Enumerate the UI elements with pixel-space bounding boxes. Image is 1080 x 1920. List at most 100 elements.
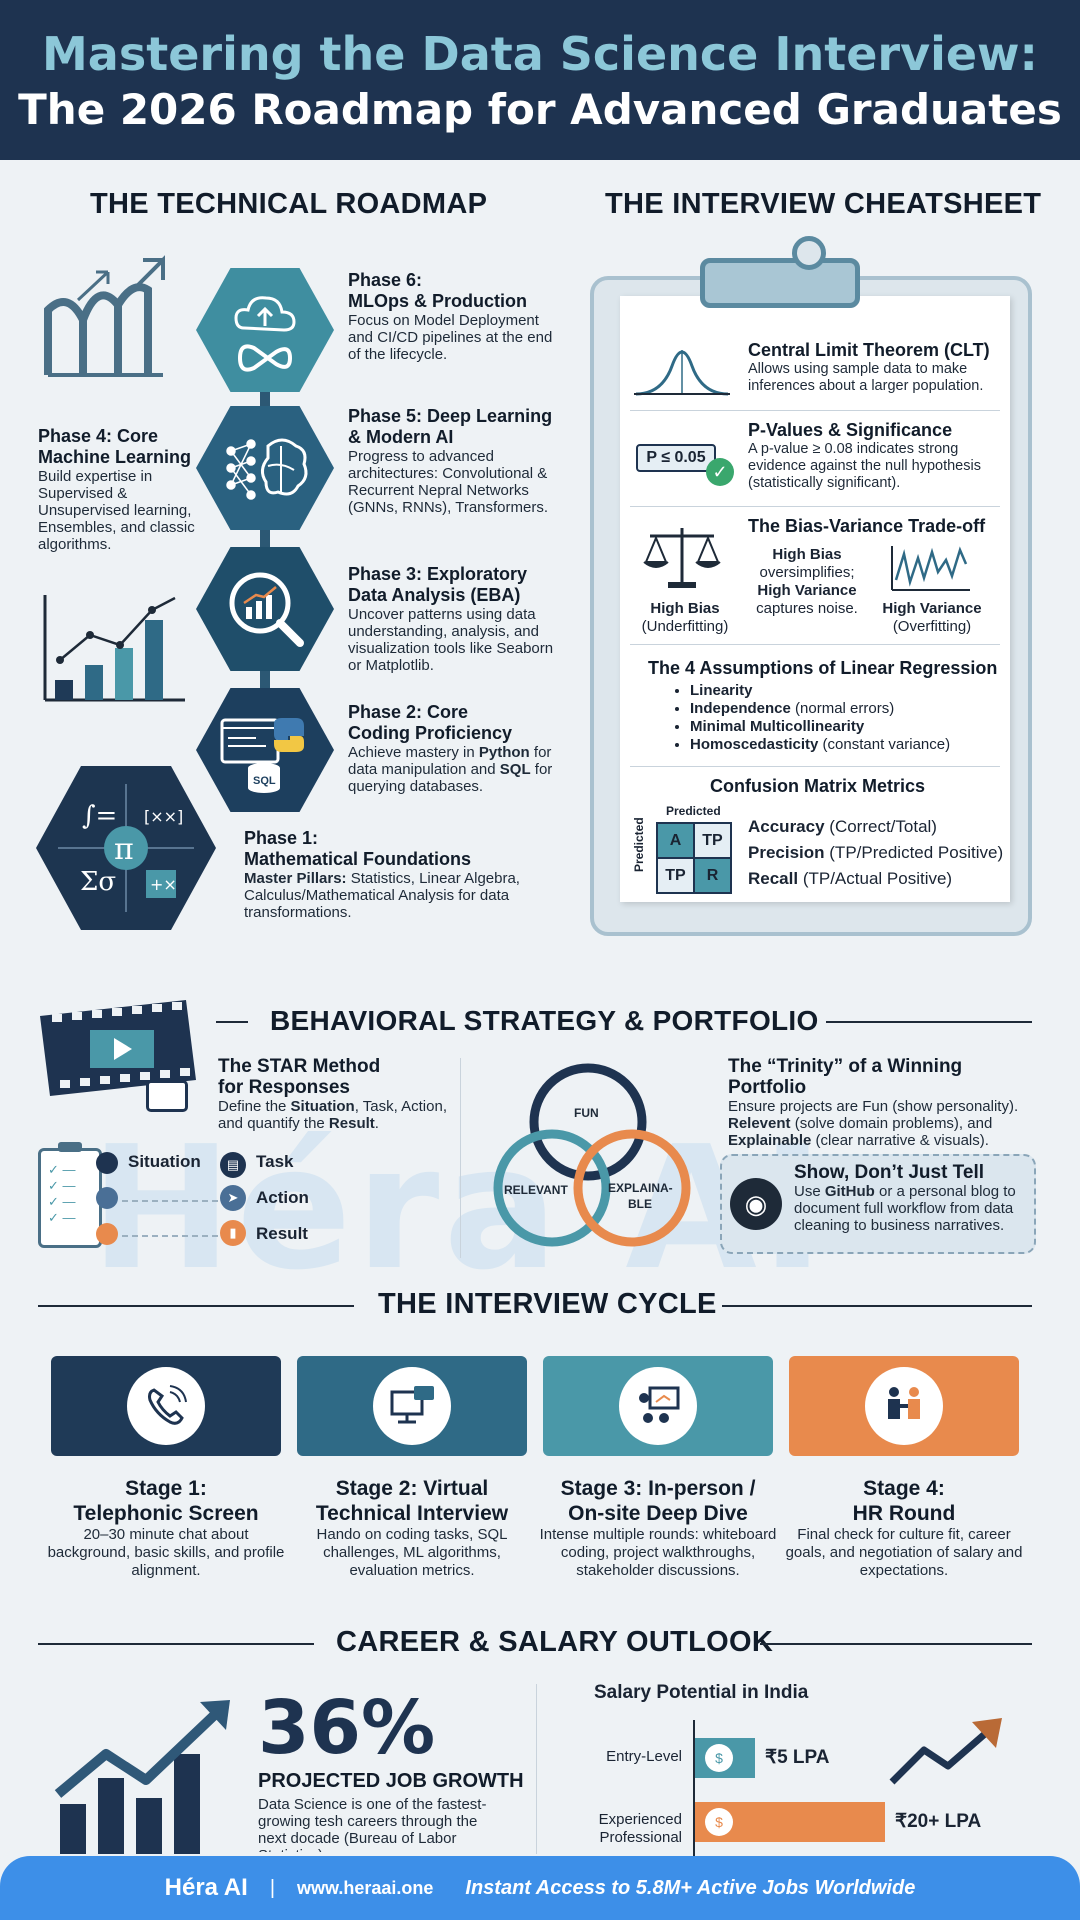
- trinity-venn-diagram: FUN RELEVANT EXPLAINA- BLE: [493, 1063, 691, 1247]
- phase2-title: Phase 2: Core: [348, 702, 469, 722]
- stage3-desc: Intense multiple rounds: whiteboard codi…: [539, 1526, 777, 1579]
- behavioral-section-title: BEHAVIORAL STRATEGY & PORTFOLIO: [270, 1005, 819, 1036]
- checklist-clip: [58, 1142, 82, 1152]
- show-title: Show, Don’t Just Tell: [794, 1162, 984, 1183]
- section-rule: [38, 1305, 354, 1307]
- python-sql-icon: SQL: [220, 718, 304, 793]
- stage2-desc: Hando on coding tasks, SQL challenges, M…: [316, 1526, 508, 1579]
- cloud-infinity-icon: [234, 296, 296, 372]
- pvalue-desc: A p-value ≥ 0.08 indicates strong eviden…: [748, 441, 981, 491]
- trinity-desc: Explainable (clear narrative & visuals).: [728, 1132, 989, 1149]
- result-chart-icon: ▮: [220, 1220, 246, 1246]
- list-item: Homoscedasticity (constant variance): [690, 736, 980, 754]
- growth-bars-icon: [54, 1700, 230, 1854]
- salary-value-experienced: ₹20+ LPA: [895, 1811, 982, 1832]
- money-bag-icon: $: [705, 1744, 733, 1772]
- page-title-line1: Mastering the Data Science Interview:: [42, 27, 1038, 81]
- salary-value-entry: ₹5 LPA: [765, 1747, 830, 1768]
- column-divider: [460, 1058, 461, 1258]
- phone-icon: [127, 1367, 205, 1445]
- result-dot: [96, 1223, 118, 1245]
- star-desc: Define the Situation, Task, Action, and …: [218, 1098, 447, 1132]
- star-task: Task: [256, 1152, 294, 1171]
- salary-label-experienced: Experienced Professional: [598, 1811, 682, 1846]
- clt-block: Central Limit Theorem (CLT) Allows using…: [748, 340, 998, 395]
- clt-title: Central Limit Theorem (CLT): [748, 340, 990, 360]
- whiteboard-icon: [619, 1367, 697, 1445]
- pvalue-block: P-Values & Significance A p-value ≥ 0.08…: [748, 420, 998, 492]
- clipboard-paper: [620, 296, 1010, 902]
- phase1-desc: Master Pillars: Statistics, Linear Algeb…: [244, 870, 520, 921]
- situation-dot: [96, 1152, 118, 1174]
- math-pi-icon: π ∫= [××] Σσ +×: [58, 784, 194, 912]
- venn-explainable-label2: BLE: [628, 1197, 652, 1211]
- phase4-desc: Build expertise in Supervised & Unsuperv…: [38, 468, 195, 553]
- cheatsheet-divider: [630, 410, 1000, 411]
- phase2-text: Phase 2: Core Coding Proficiency Achieve…: [348, 702, 558, 795]
- cycle-section-title: THE INTERVIEW CYCLE: [378, 1288, 717, 1320]
- phase1-text: Phase 1: Mathematical Foundations Master…: [244, 828, 534, 921]
- cheatsheet-section-title: THE INTERVIEW CHEATSHEET: [605, 188, 1042, 220]
- salary-axis: [693, 1720, 695, 1856]
- stage4-subtitle: HR Round: [852, 1502, 956, 1525]
- venn-explainable-label: EXPLAINA-: [608, 1181, 673, 1195]
- phase4-subtitle: Machine Learning: [38, 447, 192, 467]
- phase6-hex: [196, 268, 334, 392]
- film-reel-icon: [40, 1000, 196, 1096]
- camera-icon: [146, 1080, 188, 1112]
- confusion-metrics: Accuracy (Correct/Total) Precision (TP/P…: [748, 817, 1004, 888]
- stage4-desc: Final check for culture fit, career goal…: [785, 1526, 1023, 1579]
- stage1-text: Stage 1: Telephonic Screen 20–30 minute …: [41, 1476, 291, 1580]
- clipboard-clip-ring: [792, 236, 826, 270]
- star-title: The STAR Method: [218, 1056, 381, 1077]
- linreg-title: The 4 Assumptions of Linear Regression: [648, 658, 998, 678]
- confusion-title: Confusion Matrix Metrics: [710, 776, 926, 796]
- column-divider: [536, 1684, 537, 1854]
- phase3-subtitle: Data Analysis (EBA): [348, 585, 521, 605]
- phase4-title: Phase 4: Core: [38, 426, 159, 446]
- stage1-desc: 20–30 minute chat about background, basi…: [47, 1526, 285, 1579]
- bias-title: The Bias-Variance Trade-off: [748, 516, 986, 536]
- phase4-text: Phase 4: Core Machine Learning Build exp…: [38, 426, 198, 553]
- video-call-icon: [373, 1367, 451, 1445]
- phase5-hex: [196, 406, 334, 530]
- roadmap-section-title: THE TECHNICAL ROADMAP: [90, 188, 488, 220]
- stage1-title: Stage 1:: [125, 1477, 207, 1500]
- growth-value: 36%: [258, 1685, 436, 1771]
- action-dot: [96, 1187, 118, 1209]
- person-money-icon: $: [705, 1808, 733, 1836]
- phase1-title: Phase 1:: [244, 828, 319, 848]
- pvalue-badge: P ≤ 0.05: [636, 444, 716, 472]
- list-item: Minimal Multicollinearity: [690, 718, 980, 736]
- star-subtitle: for Responses: [218, 1077, 350, 1098]
- show-block: Show, Don’t Just Tell Use GitHub or a pe…: [794, 1162, 1030, 1234]
- running-action-icon: ➤: [220, 1185, 246, 1211]
- footer-brand[interactable]: Héra AI: [164, 1874, 248, 1901]
- star-result: Result: [256, 1224, 308, 1243]
- page-title-line2: The 2026 Roadmap for Advanced Graduates: [18, 85, 1062, 134]
- phase5-title: Phase 5: Deep Learning: [348, 406, 553, 426]
- phase3-hex: [196, 547, 334, 671]
- footer-url-link[interactable]: www.heraai.one: [297, 1877, 434, 1898]
- high-bias-label: High Bias (Underfitting): [641, 600, 729, 635]
- star-connector: [122, 1200, 218, 1202]
- balance-scale-icon: [643, 528, 721, 588]
- footer-tagline: Instant Access to 5.8M+ Active Jobs Worl…: [465, 1876, 916, 1899]
- bias-mid-text: High Bias oversimplifies; High Variance …: [756, 546, 858, 617]
- checklist-marks: ✓ —✓ —✓ —✓ —: [48, 1162, 76, 1225]
- section-rule: [722, 1305, 1032, 1307]
- phase1-subtitle: Mathematical Foundations: [244, 849, 472, 869]
- phase3-title: Phase 3: Exploratory: [348, 564, 528, 584]
- handshake-icon: [865, 1367, 943, 1445]
- salary-label-entry: Entry-Level: [606, 1748, 682, 1765]
- clipboard-task-icon: ▤: [220, 1152, 246, 1178]
- salary-title: Salary Potential in India: [594, 1682, 809, 1703]
- bell-curve-icon: [634, 350, 730, 396]
- stage3-title: Stage 3: In-person /: [560, 1477, 756, 1500]
- phase1-hex: π ∫= [××] Σσ +×: [36, 766, 216, 930]
- predicted-label: Predicted: [666, 804, 721, 818]
- svg-text:π: π: [114, 832, 134, 867]
- svg-text:∫=: ∫=: [82, 801, 117, 831]
- predicted-side-label: Predicted: [632, 817, 646, 872]
- salary-bar-experienced: $: [695, 1802, 885, 1842]
